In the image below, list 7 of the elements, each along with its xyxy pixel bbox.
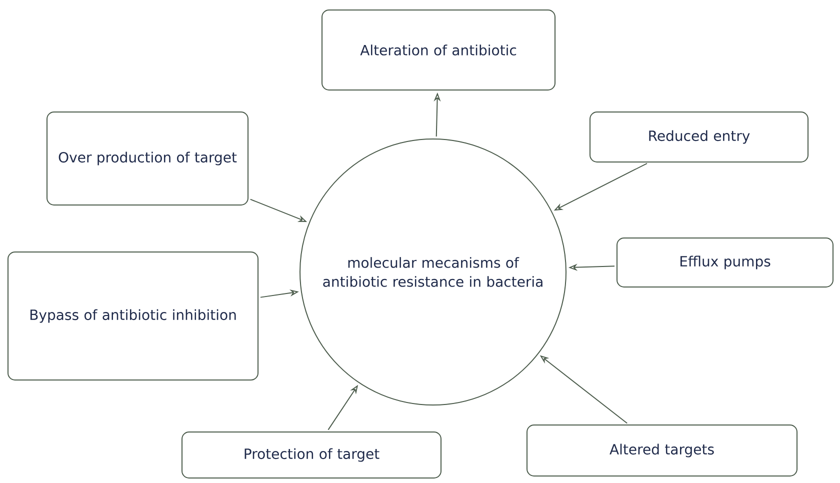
mechanism-box: Reduced entry [590,112,808,162]
mechanism-box: Altered targets [526,424,798,476]
mechanism-box: Over production of target [46,112,248,206]
mechanism-box: Alteration of antibiotic [322,10,556,90]
mechanism-box: Protection of target [182,432,442,478]
mechanism-box: Efflux pumps [616,238,834,288]
mechanism-box: Bypass of antibiotic inhibition [8,252,258,380]
